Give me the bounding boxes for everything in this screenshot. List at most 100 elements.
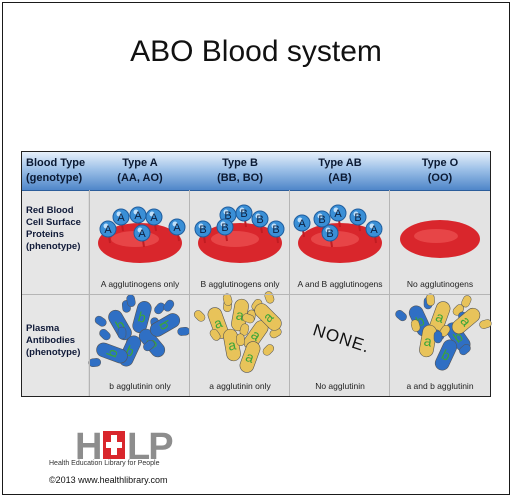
caption-rbc-type-b: B agglutinogens only bbox=[200, 279, 280, 289]
antibody-letter: a bbox=[235, 306, 246, 323]
antibody-arm bbox=[94, 315, 107, 327]
antibody-arm bbox=[209, 328, 221, 341]
header-type-b: Type B (BB, BO) bbox=[190, 156, 290, 186]
antibody-letter: b bbox=[136, 308, 148, 326]
antigen-letter: A bbox=[298, 218, 306, 230]
caption-plasma-type-o: a and b agglutinin bbox=[406, 381, 474, 391]
caption-rbc-type-o: No agglutinogens bbox=[406, 279, 474, 289]
antibody-arm bbox=[479, 319, 492, 329]
antibody-letter: a bbox=[423, 332, 434, 349]
antigen-letter: B bbox=[256, 214, 263, 226]
antigen-letter: B bbox=[318, 214, 325, 226]
antibody: a bbox=[426, 293, 465, 333]
antigen-shine bbox=[369, 223, 375, 229]
antigen-shine bbox=[297, 217, 303, 223]
row-label-line: (phenotype) bbox=[26, 241, 81, 252]
header-type-a-name: Type A bbox=[122, 157, 158, 169]
antigen-letter: A bbox=[104, 224, 112, 236]
antigen-letter: B bbox=[240, 208, 247, 220]
antigen-letter: B bbox=[224, 210, 231, 222]
rbc-no-antigen-illustration bbox=[400, 220, 480, 258]
caption-plasma-type-a: b agglutinin only bbox=[109, 381, 171, 391]
antibody-body bbox=[239, 341, 261, 373]
none-label: NONE. bbox=[310, 320, 373, 357]
rbc-highlight bbox=[414, 229, 458, 243]
antibody-arm bbox=[222, 293, 233, 306]
antibody-arm bbox=[99, 328, 111, 341]
header-type-ab-genotype: (AB) bbox=[328, 172, 352, 184]
page-title: ABO Blood system bbox=[130, 35, 382, 68]
header-type-a-genotype: (AA, AO) bbox=[117, 172, 163, 184]
row-label-line: (phenotype) bbox=[26, 347, 81, 358]
caption-rbc-type-ab: A and B agglutinogens bbox=[297, 279, 383, 289]
row-label-line: Red Blood bbox=[26, 205, 74, 216]
rbc-highlight bbox=[211, 231, 259, 247]
header-type-ab: Type AB (AB) bbox=[290, 156, 390, 186]
header-blood-type-label: Blood Type bbox=[26, 157, 86, 169]
antigen-shine bbox=[137, 227, 143, 233]
antigen-letter: A bbox=[150, 212, 158, 224]
caption-rbc-type-a: A agglutinogens only bbox=[100, 279, 180, 289]
antigen-shine bbox=[149, 211, 155, 217]
antibody: a bbox=[222, 293, 263, 332]
divider bbox=[289, 190, 290, 396]
antibody-arm bbox=[395, 310, 407, 322]
antibody-arm bbox=[236, 333, 245, 347]
antibody-arm bbox=[117, 326, 127, 340]
antigen-letter: B bbox=[272, 224, 279, 236]
antigen-shine bbox=[116, 211, 122, 217]
antibody: a bbox=[451, 295, 492, 335]
antigen-shine bbox=[333, 207, 339, 213]
antigen-letter: A bbox=[173, 222, 181, 234]
antigen-shine bbox=[353, 211, 359, 217]
antigen-letter: B bbox=[354, 212, 361, 224]
antigen-shine bbox=[220, 221, 226, 227]
row-label-rbc: Red Blood Cell Surface Proteins (phenoty… bbox=[22, 191, 88, 295]
help-logo: H LP bbox=[75, 426, 175, 468]
antibody-arm bbox=[193, 310, 206, 322]
divider bbox=[189, 190, 190, 396]
antibody-arm bbox=[459, 344, 471, 356]
antigen-letter: A bbox=[370, 224, 378, 236]
antigen-shine bbox=[255, 213, 261, 219]
antigen-shine bbox=[172, 221, 178, 227]
antibody-letter: a bbox=[227, 336, 238, 353]
antibody: b bbox=[433, 330, 471, 371]
antibody-body bbox=[254, 303, 282, 331]
cell-plasma-type-ab: NONE. No agglutinin bbox=[290, 295, 390, 396]
antibody-arm bbox=[154, 302, 166, 315]
antibody-body bbox=[96, 342, 128, 364]
antibody: a bbox=[209, 323, 250, 362]
header-type-a: Type A (AA, AO) bbox=[90, 156, 190, 186]
antibody-arm bbox=[426, 293, 435, 307]
logo-lettering: H bbox=[75, 426, 100, 468]
abo-table: Blood Type (genotype) Type A (AA, AO) Ty… bbox=[21, 151, 492, 397]
divider bbox=[389, 190, 390, 396]
antibody-body bbox=[434, 339, 458, 371]
antibody-arm bbox=[461, 295, 472, 308]
antibody: b bbox=[149, 299, 190, 337]
antibody: b bbox=[88, 328, 128, 367]
antibody-body bbox=[149, 313, 181, 337]
header-type-o: Type O (OO) bbox=[390, 156, 490, 186]
antigen-shine bbox=[133, 209, 139, 215]
logo-subtitle: Health Education Library for People bbox=[49, 460, 160, 467]
antibody-body bbox=[132, 301, 152, 333]
logo-cross-h bbox=[106, 442, 122, 448]
row-label-line: Antibodies bbox=[26, 335, 76, 346]
antibody-arm bbox=[88, 358, 102, 367]
caption-plasma-type-ab: No agglutinin bbox=[315, 381, 365, 391]
antigen-letter: B bbox=[326, 228, 333, 240]
antigen-letter: A bbox=[334, 208, 342, 220]
row-label-plasma: Plasma Antibodies (phenotype) bbox=[22, 295, 88, 396]
